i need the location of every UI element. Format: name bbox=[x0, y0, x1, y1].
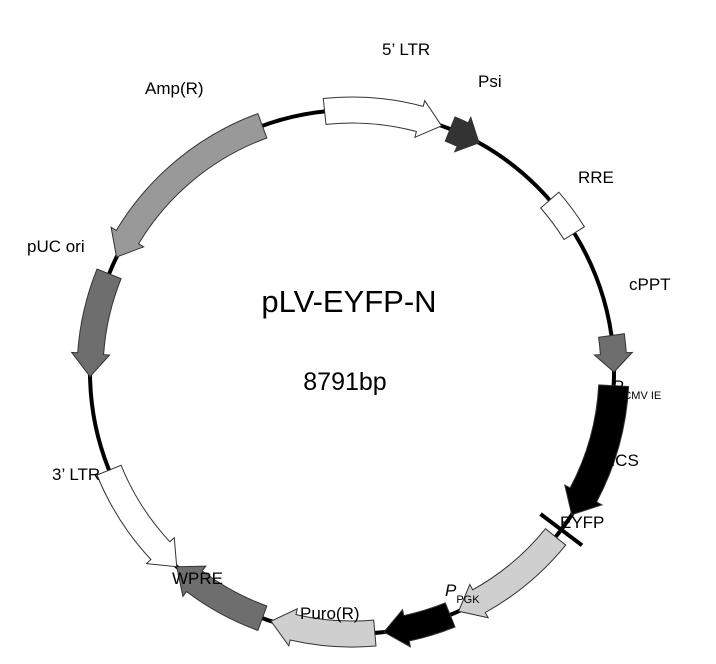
feature-label-ppgk-sub: PGK bbox=[456, 594, 480, 606]
feature-label-pcmv-main: P bbox=[612, 377, 624, 396]
feature-label-wpre: WPRE bbox=[172, 569, 223, 588]
feature-label-pcmv: PCMV IE bbox=[612, 377, 661, 402]
feature-label-amp: Amp(R) bbox=[145, 79, 204, 98]
plasmid-size: 8791bp bbox=[303, 368, 386, 396]
feature-label-mcs: MCS bbox=[601, 451, 639, 470]
feature-psi-arrow bbox=[444, 115, 480, 153]
feature-ltr5-arrow bbox=[322, 96, 443, 139]
feature-amp-arrow bbox=[110, 112, 268, 258]
plasmid-name: pLV-EYFP-N bbox=[261, 284, 436, 319]
feature-eyfp-arrow bbox=[457, 527, 567, 619]
feature-mcs-marker bbox=[539, 512, 584, 547]
feature-label-puro: Puro(R) bbox=[300, 604, 360, 623]
feature-cppt-arrow bbox=[593, 333, 634, 373]
feature-rre-box bbox=[539, 191, 586, 241]
feature-label-ppgk-main: P bbox=[445, 581, 457, 600]
feature-ltr3-arrow bbox=[96, 464, 178, 568]
feature-label-pcmv-sub: CMV IE bbox=[623, 390, 661, 402]
feature-pcmv-arrow bbox=[564, 384, 630, 516]
feature-label-puc: pUC ori bbox=[27, 237, 85, 256]
features-layer bbox=[70, 96, 634, 648]
labels-layer: 5’ LTR Psi RRE cPPT PCMV IE MCS EYFP PPG… bbox=[27, 40, 671, 623]
feature-label-eyfp: EYFP bbox=[560, 513, 604, 532]
feature-puc-arrow bbox=[70, 268, 122, 378]
feature-label-ppgk: PPGK bbox=[445, 581, 480, 606]
feature-label-cppt: cPPT bbox=[629, 275, 671, 294]
feature-ppgk-arrow bbox=[383, 602, 456, 648]
feature-label-rre: RRE bbox=[578, 168, 614, 187]
feature-label-psi: Psi bbox=[478, 72, 502, 91]
feature-label-5ltr: 5’ LTR bbox=[382, 40, 430, 59]
feature-wpre-arrow bbox=[176, 565, 268, 632]
feature-label-3ltr: 3’ LTR bbox=[52, 465, 100, 484]
feature-puro-arrow bbox=[270, 607, 377, 648]
